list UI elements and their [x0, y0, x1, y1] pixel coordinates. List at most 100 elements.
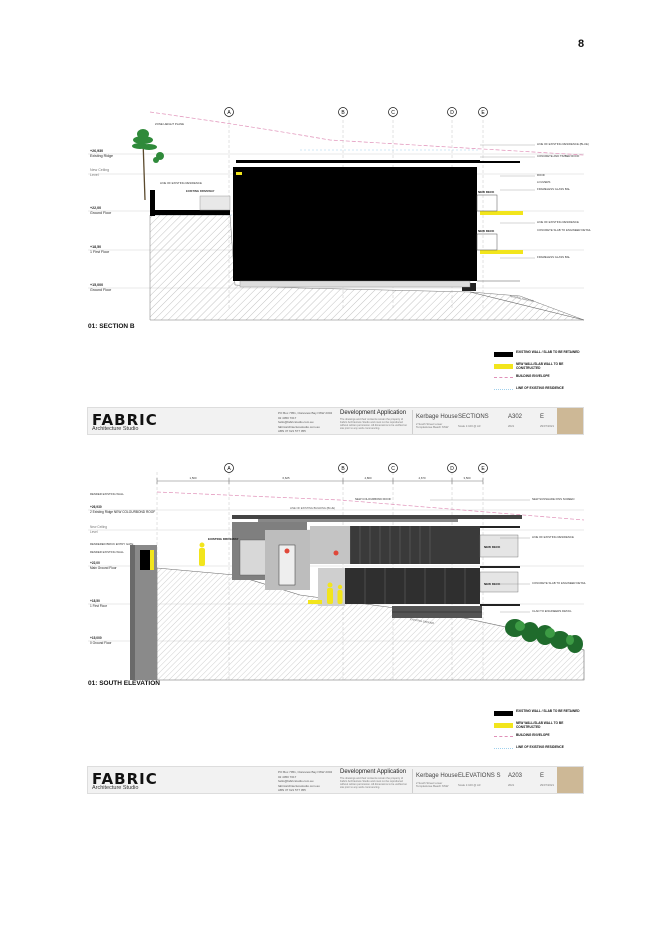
legend-label: NEW WALL/SLAB WALL TO BE CONSTRUCTED: [516, 362, 564, 370]
legend-label: LINE OF EXISTING RESIDENCE: [516, 745, 564, 749]
legend-swatch-residence: [494, 389, 513, 390]
level-value: +15,000: [90, 283, 103, 287]
contact-line: 02 4050 7017: [278, 774, 297, 779]
level-name: 1 First Floor: [90, 250, 110, 254]
material-swatch: [557, 767, 583, 793]
studio-logo: FABRIC: [92, 770, 158, 788]
legend-swatch-existing: [494, 352, 513, 357]
annotation: CONCRETE SLAB TO ENGINEER DETAIL: [532, 581, 586, 585]
grid-label-a: A: [227, 466, 231, 472]
title-block: FABRIC Architecture Studio PO Box 7951, …: [87, 407, 584, 435]
stage-title: Development Application: [340, 769, 407, 775]
deck-label: NEW DECK: [478, 190, 495, 194]
drawing-scale: Scale 1:100 @ A3: [458, 424, 481, 428]
contact-line: 02 4050 7017: [278, 415, 297, 420]
annotation: NEW SUNSHADE FINS SCREEN: [532, 497, 574, 501]
section-grid-markers: A B C D E: [224, 107, 488, 117]
section-right-annotations: LINE OF EXISTING RESIDENCE (BLUE) CONCRE…: [537, 142, 591, 259]
legend-swatch-envelope: [494, 736, 513, 737]
drawing-scale: Scale 1:100 @ A3: [458, 783, 481, 787]
drawing-date: 2021: [508, 783, 515, 787]
level-name: Ground Floor: [90, 211, 112, 215]
grid-label-c: C: [391, 466, 395, 472]
annotation: LINE OF EXISTING RESIDENCE: [160, 181, 202, 185]
annotation: ZONE HEIGHT PLANE: [155, 122, 184, 126]
annotation: LINE OF EXISTING RESIDENCE (BLUE): [537, 142, 589, 146]
legend-swatch-new: [494, 723, 513, 728]
contact-line: hello@fabricstudio.com.au: [278, 779, 314, 784]
deck-label: NEW DECK: [484, 582, 501, 586]
level-value: +22,00: [90, 561, 100, 565]
legend-label: BUILDING ENVELOPE: [516, 733, 550, 737]
human-figure-icon: [199, 542, 343, 604]
stage-title: Development Application: [340, 410, 407, 416]
annotation: EXISTING DRIVEWAY: [186, 189, 215, 193]
grid-label-b: B: [341, 466, 345, 472]
dimension: 4,800: [365, 476, 372, 480]
legend-swatch-new: [494, 364, 513, 369]
elevation-grid-markers: A B C D E: [224, 463, 488, 473]
level-value: +22,00: [90, 206, 101, 210]
project-address: 2 South Street Lower Templestowe Beach N…: [416, 422, 449, 430]
revision: E: [540, 773, 545, 779]
title-block: FABRIC Architecture Studio PO Box 7951, …: [87, 766, 584, 794]
dimension: 6,625: [283, 476, 290, 480]
annotation: ROOF: [537, 173, 545, 177]
revision-date: 29/07/2021: [540, 424, 554, 428]
level-value: +18,50: [90, 599, 100, 603]
contact-line: PO Box 7951, Clareview Bay NSW 2304: [278, 770, 333, 774]
drawing-caption: 01: SOUTH ELEVATION: [88, 680, 160, 687]
ground-label: NATURAL GROUND: [510, 294, 534, 303]
dimension: 4,670: [419, 476, 426, 480]
contact-line: hello@fabricstudio.com.au: [278, 420, 314, 425]
annotation: FRAMELESS GLASS BAL: [537, 187, 571, 191]
project-address: 2 South Street Lower Templestowe Beach N…: [416, 781, 449, 789]
legend-label: LINE OF EXISTING RESIDENCE: [516, 386, 564, 390]
legend-label: EXISTING WALL / SLAB TO BE RETAINED: [516, 350, 580, 354]
annotation: RENDERED BRICK ENTRY GATE: [90, 542, 133, 546]
level-name: Main Ground Floor: [90, 566, 118, 570]
palm-tree-icon: [132, 129, 157, 201]
annotation: NEW COLOURBOND ROOF: [355, 497, 391, 501]
legend-swatch-existing: [494, 711, 513, 716]
studio-name: Architecture Studio: [92, 426, 139, 432]
annotation: CONCRETE SLAB TO ENGINEER DETAIL: [537, 228, 591, 232]
contact-line: fabricarchitecturestudio.com.au: [278, 424, 320, 429]
contact-details: PO Box 7951, Clareview Bay NSW 2304 02 4…: [278, 770, 332, 793]
level-name: Ground Floor: [90, 288, 112, 292]
contact-line: ABN 37 621 577 055: [278, 788, 306, 793]
contact-line: fabricarchitecturestudio.com.au: [278, 783, 320, 788]
level-name: Existing Ridge: [90, 154, 113, 158]
grid-label-d: D: [450, 110, 454, 116]
grid-label-e: E: [481, 110, 485, 116]
annotation: LINE OF EXISTING RESIDENCE: [537, 220, 579, 224]
studio-name: Architecture Studio: [92, 785, 139, 791]
annotation: CONCRETE AND TIMBER ROOF: [537, 154, 580, 158]
legend-label: NEW WALL/SLAB WALL TO BE CONSTRUCTED: [516, 721, 564, 729]
project-name: Kerbage House: [416, 414, 458, 420]
dimension: 3,500: [464, 476, 471, 480]
level-value: +15,000: [90, 636, 102, 640]
deck-label: NEW DECK: [484, 545, 501, 549]
elevation-right-annotations: NEW COLOURBOND ROOF NEW SUNSHADE FINS SC…: [355, 497, 586, 613]
stage-note: The drawings and their contents remain t…: [340, 777, 408, 789]
project-name: Kerbage House: [416, 773, 458, 779]
drawing-number: A203: [508, 773, 523, 779]
level-value: New Ceiling: [90, 525, 107, 529]
annotation: CLAD TO ENGINEERS DETAIL: [532, 609, 572, 613]
grid-label-a: A: [227, 110, 231, 116]
annotation: FRAMELESS GLASS BAL: [537, 255, 571, 259]
legend-label: BUILDING ENVELOPE: [516, 374, 550, 378]
contact-details: PO Box 7951, Clareview Bay NSW 2304 02 4…: [278, 411, 332, 434]
studio-logo: FABRIC: [92, 411, 158, 429]
drawing-title: ELEVATIONS S: [458, 773, 501, 779]
level-name: 2 Existing Ridge NEW COLOURBOND ROOF: [90, 510, 155, 514]
level-name: 1 First Floor: [90, 604, 108, 608]
elevation-level-labels: +26,930 2 Existing Ridge NEW COLOURBOND …: [90, 505, 155, 645]
level-name: Level: [90, 173, 99, 177]
legend-label: EXISTING WALL / SLAB TO BE RETAINED: [516, 709, 580, 713]
legend-swatch-envelope: [494, 377, 513, 378]
dimension: 1,500: [190, 476, 197, 480]
drawing-date: 2021: [508, 424, 515, 428]
